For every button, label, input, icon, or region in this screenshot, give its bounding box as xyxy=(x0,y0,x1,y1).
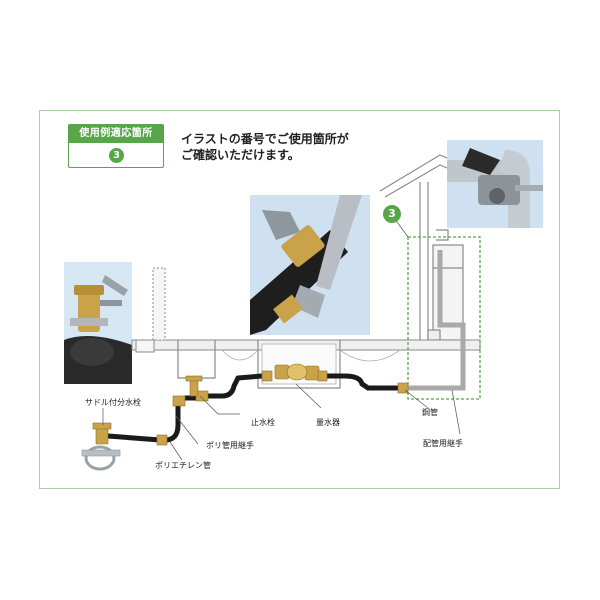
photo-elbow-fitting xyxy=(447,140,543,228)
label-saddle-valve: サドル付分水栓 xyxy=(85,397,141,408)
photo-saddle-valve xyxy=(64,262,132,384)
badge-number: 3 xyxy=(109,148,124,163)
label-steel-pipe: 鋼管 xyxy=(422,407,438,418)
label-piping-joint: 配管用継手 xyxy=(423,438,463,449)
label-stop-valve: 止水栓 xyxy=(251,417,275,428)
instruction-line-1: イラストの番号でご使用箇所が xyxy=(181,131,349,147)
photo-pipe-tool xyxy=(250,195,370,335)
location-marker-3: 3 xyxy=(383,205,401,223)
label-polyethylene-pipe: ポリエチレン管 xyxy=(155,460,211,471)
instruction-line-2: ご確認いただけます。 xyxy=(181,147,349,163)
usage-location-badge: 使用例適応箇所 3 xyxy=(68,124,164,168)
label-water-meter: 量水器 xyxy=(316,417,340,428)
polyethylene-pipe-run xyxy=(108,376,400,440)
instruction-text: イラストの番号でご使用箇所が ご確認いただけます。 xyxy=(181,131,349,163)
saddle-clamp xyxy=(82,447,120,469)
badge-title: 使用例適応箇所 xyxy=(69,125,163,143)
label-poly-joint: ポリ管用継手 xyxy=(206,440,254,451)
